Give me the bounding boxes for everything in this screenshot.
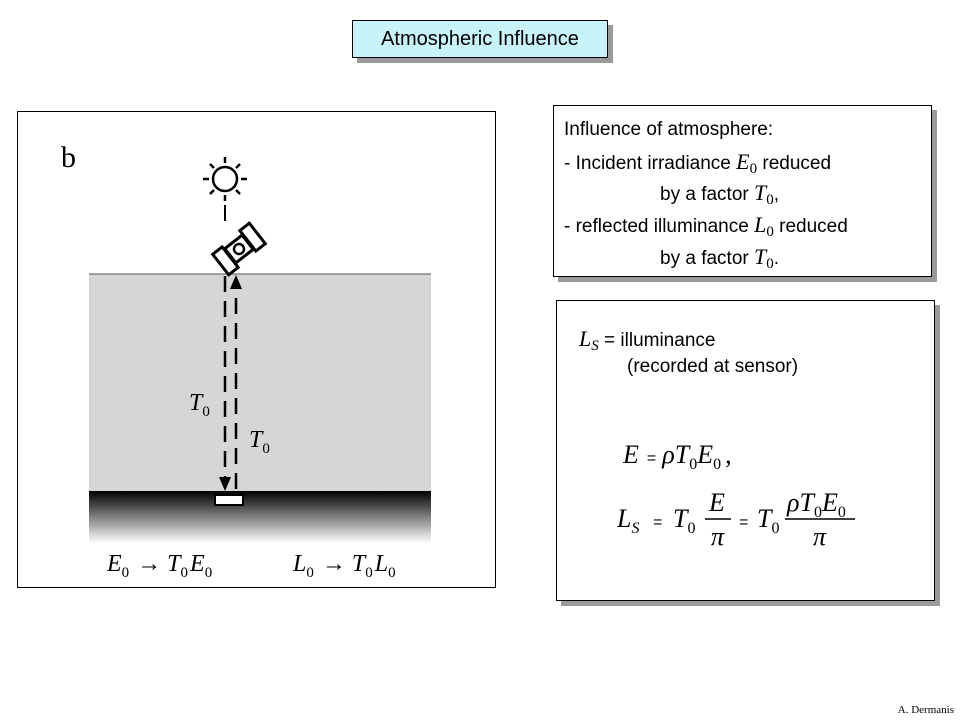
satellite-icon: [210, 221, 268, 277]
equation-sensor-illuminance: LS = T0 E π = T0 ρT0E0 π: [617, 488, 855, 551]
atmosphere-layer: [89, 274, 431, 491]
box1-line2: by a factor T0,: [660, 180, 780, 209]
box2-note: (recorded at sensor): [627, 356, 799, 377]
ground: [89, 491, 431, 543]
svg-text:π: π: [711, 522, 725, 551]
sensor-formula-box: LS = illuminance (recorded at sensor) E=…: [556, 300, 935, 601]
panel-label: b: [61, 141, 76, 174]
incoming-arrowhead: [219, 477, 231, 491]
svg-text:T0: T0: [249, 427, 270, 457]
svg-text:ρT0E0: ρT0E0: [786, 488, 846, 521]
svg-text:=: =: [653, 514, 662, 531]
box1-line1: - Incident irradiance E0 reduced: [564, 149, 832, 178]
left-transmittance-sub: 0: [202, 404, 210, 420]
sensor-equations: E=ρT0E0, LS = T0 E π = T0 ρT0E0 π: [617, 440, 855, 551]
equation-irradiance: E=ρT0E0,: [622, 440, 732, 473]
bottom-left-formula: E0→T0E0: [106, 551, 212, 581]
box2-definition: LS = illuminance: [579, 326, 716, 355]
atmosphere-figure: b T0 T0 E0→T0E0 L0→T0L0: [17, 111, 496, 588]
svg-text:T0: T0: [757, 504, 779, 537]
svg-text:E: E: [708, 488, 725, 517]
bottom-right-formula: L0→T0L0: [292, 551, 396, 581]
sun-icon: [203, 157, 247, 201]
svg-text:T0: T0: [673, 504, 695, 537]
atmosphere-influence-box: Influence of atmosphere: - Incident irra…: [553, 105, 932, 277]
box1-heading: Influence of atmosphere:: [564, 119, 774, 140]
ground-target: [214, 494, 244, 506]
right-transmittance-sub: 0: [262, 441, 270, 457]
right-transmittance: T: [249, 427, 264, 453]
svg-text:T0: T0: [189, 390, 210, 420]
author-credit: A. Dermanis: [897, 704, 954, 716]
svg-text:LS: LS: [617, 504, 639, 537]
box1-line4: by a factor T0.: [660, 244, 780, 273]
box1-line3: - reflected illuminance L0 reduced: [564, 212, 848, 241]
svg-text:=: =: [739, 514, 748, 531]
reflected-arrowhead: [230, 275, 242, 289]
svg-text:π: π: [813, 522, 827, 551]
page-title: Atmospheric Influence: [352, 20, 608, 58]
left-transmittance: T: [189, 390, 204, 416]
